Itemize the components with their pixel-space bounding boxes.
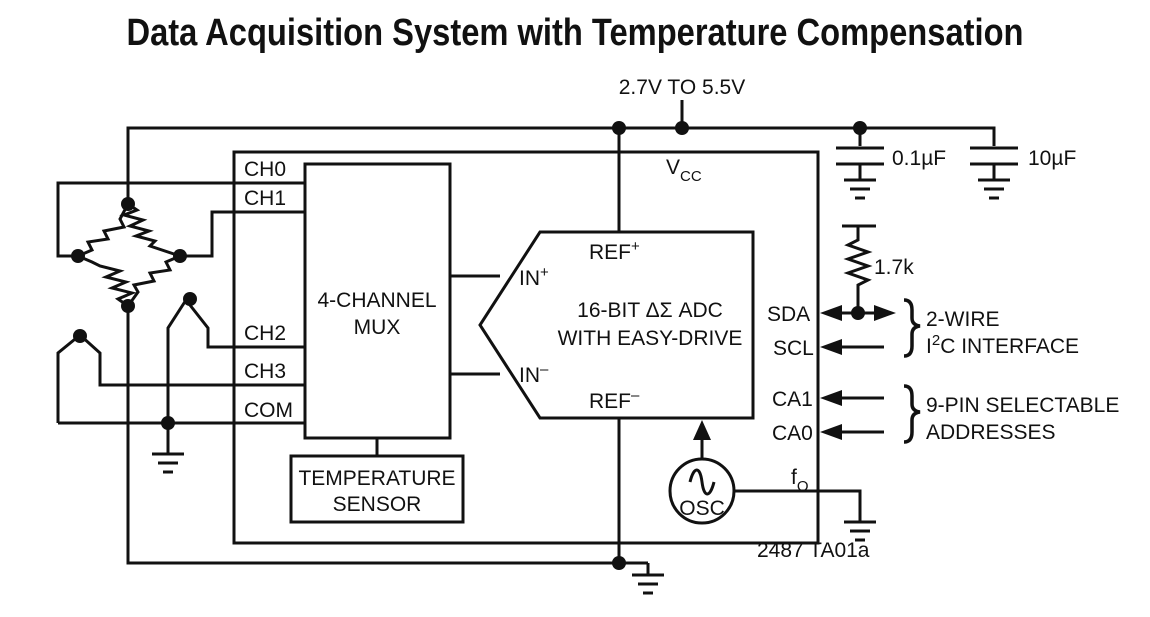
scl-pin-label: SCL xyxy=(773,337,814,360)
temp-sensor-line1: TEMPERATURE xyxy=(298,467,455,490)
temperature-sensor-block xyxy=(289,454,465,524)
ref-minus-label: REF– xyxy=(589,387,640,413)
adc-title-line2: WITH EASY-DRIVE xyxy=(558,327,743,350)
i2c-label-line1: 2-WIRE xyxy=(926,308,1000,331)
i2c-label-line2: I2C INTERFACE xyxy=(926,332,1079,358)
thermocouple-1 xyxy=(166,292,305,423)
adc-title-line1: 16-BIT ΔΣ ADC xyxy=(577,299,723,322)
adc-block xyxy=(478,230,755,420)
temp-sensor-line2: SENSOR xyxy=(333,493,422,516)
thermocouple-2 xyxy=(56,329,305,423)
ca0-input-arrow xyxy=(820,424,884,440)
wire-ch1 xyxy=(180,210,305,258)
ca1-input-arrow xyxy=(820,390,884,406)
cap2-label: 10µF xyxy=(1028,147,1076,170)
sine-wave-icon xyxy=(688,468,716,496)
ch1-label: CH1 xyxy=(244,187,286,210)
sda-pin-label: SDA xyxy=(767,303,810,326)
wire-fo xyxy=(734,489,862,522)
resistor-label: 1.7k xyxy=(874,256,914,279)
ground-icon xyxy=(632,563,664,595)
diagram-title: Data Acquisition System with Temperature… xyxy=(126,12,1024,54)
i2c-brace xyxy=(903,298,921,358)
bridge-sensor xyxy=(71,197,187,313)
osc-arrow-icon xyxy=(693,420,711,440)
mux-title-line1: 4-CHANNEL xyxy=(317,289,436,312)
junction-dot xyxy=(612,121,626,135)
junction-dot xyxy=(183,292,197,306)
resistor-1.7k xyxy=(842,224,876,312)
address-label-line2: ADDRESSES xyxy=(926,421,1056,444)
mux-title-line2: MUX xyxy=(354,316,401,339)
capacitor-0.1uf xyxy=(836,146,884,180)
ca0-pin-label: CA0 xyxy=(772,422,813,445)
supply-voltage-label: 2.7V TO 5.5V xyxy=(619,76,745,99)
part-reference: 2487 TA01a xyxy=(757,539,870,562)
ground-icon xyxy=(978,178,1010,200)
junction-dot xyxy=(121,197,135,211)
ch0-label: CH0 xyxy=(244,158,286,181)
junction-dot xyxy=(675,121,689,135)
capacitor-10uf xyxy=(970,146,1018,180)
scl-input-arrow xyxy=(820,339,884,355)
ch3-label: CH3 xyxy=(244,360,286,383)
sda-bidirectional-arrow xyxy=(820,305,896,321)
ref-plus-label: REF+ xyxy=(589,238,640,264)
cap1-label: 0.1µF xyxy=(892,147,946,170)
address-label-line1: 9-PIN SELECTABLE xyxy=(926,394,1119,417)
ground-icon xyxy=(844,520,876,542)
in-plus-label: IN+ xyxy=(519,264,549,290)
vcc-label: VCC xyxy=(666,156,702,185)
ca1-pin-label: CA1 xyxy=(772,388,813,411)
junction-dot xyxy=(853,121,867,135)
junction-dot xyxy=(612,556,626,570)
address-brace xyxy=(903,384,921,444)
ground-icon xyxy=(152,452,184,474)
junction-dot xyxy=(73,329,87,343)
wire-bridge-ground xyxy=(126,306,648,565)
fo-label: fO xyxy=(791,466,809,495)
osc-label: OSC xyxy=(679,497,725,520)
in-minus-label: IN– xyxy=(519,361,549,387)
ch2-label: CH2 xyxy=(244,322,286,345)
supply-rail xyxy=(126,100,996,232)
com-label: COM xyxy=(244,399,293,422)
wire-ch0 xyxy=(56,181,305,258)
ground-icon xyxy=(844,178,876,200)
